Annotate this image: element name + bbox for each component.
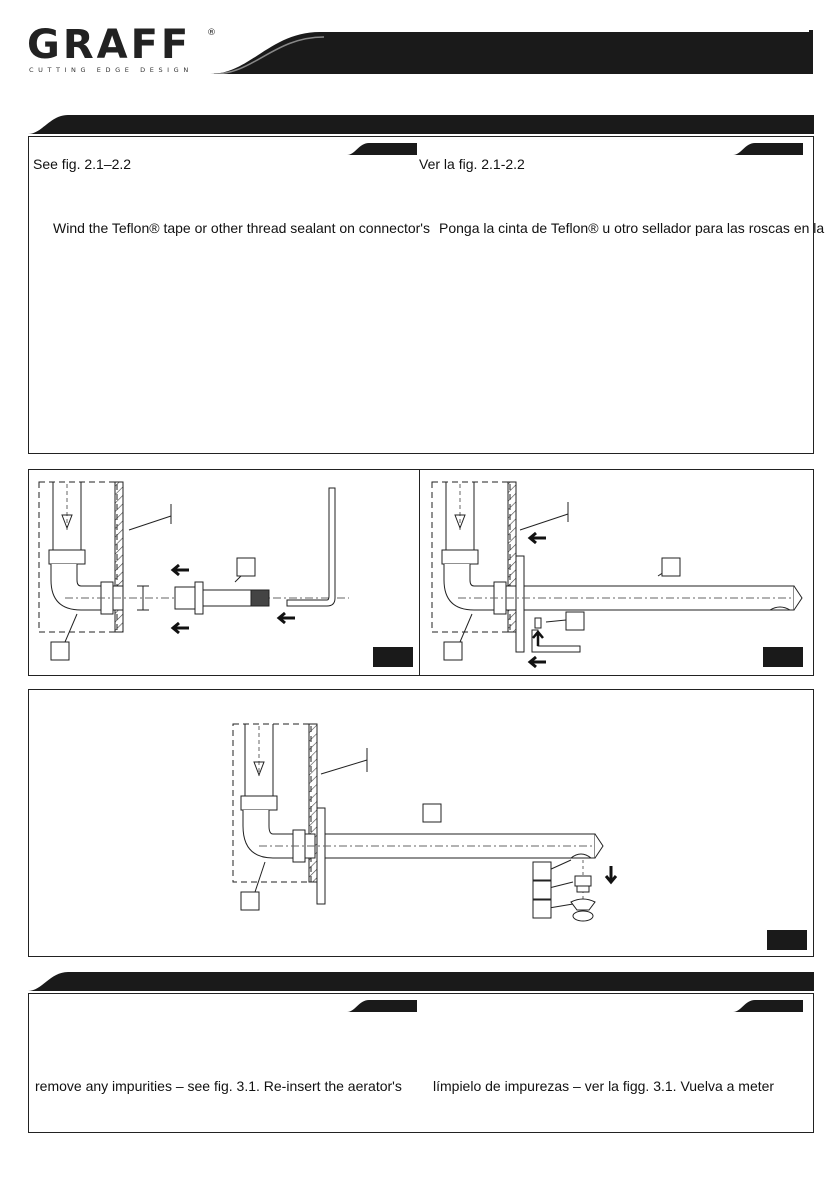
es-maintenance-text: límpielo de impurezas – ver la figg. 3.1… <box>433 1078 775 1094</box>
callout-box <box>240 891 260 911</box>
callout-box <box>443 641 463 661</box>
callout-box <box>422 803 442 823</box>
instructions-panel-1: See fig. 2.1–2.2 Wind the Teflon® tape o… <box>28 136 824 454</box>
instructions-panel-2: remove any impurities – see fig. 3.1. Re… <box>28 993 814 1133</box>
figure-divider <box>419 469 420 676</box>
figure-badge <box>767 930 807 950</box>
callout-box <box>565 611 585 631</box>
tab-en <box>347 143 417 155</box>
registered-mark: ® <box>207 28 216 38</box>
callout-box <box>532 880 552 900</box>
callout-box <box>50 641 70 661</box>
tab-es <box>733 1000 803 1012</box>
figure-badge <box>763 647 803 667</box>
tab-en <box>347 1000 417 1012</box>
callout-box <box>236 557 256 577</box>
figures-panel-2 <box>28 469 814 676</box>
section-bar-installation <box>28 115 814 134</box>
header-bar <box>210 30 813 74</box>
callout-box <box>661 557 681 577</box>
brand-logo: GRAFF ® CUTTING EDGE DESIGN <box>27 22 217 76</box>
brand-tagline: CUTTING EDGE DESIGN <box>29 66 193 74</box>
tab-es <box>733 143 803 155</box>
figure-panel-3 <box>28 689 814 957</box>
figure-3-1 <box>232 723 807 950</box>
callout-box <box>532 861 552 881</box>
en-instruction-text: Wind the Teflon® tape or other thread se… <box>53 220 430 236</box>
brand-name: GRAFF <box>27 22 192 68</box>
es-fig-reference: Ver la fig. 2.1-2.2 <box>419 156 525 172</box>
figure-badge <box>373 647 413 667</box>
en-maintenance-text: remove any impurities – see fig. 3.1. Re… <box>35 1078 402 1094</box>
section-bar-maintenance <box>28 972 814 991</box>
es-instruction-text: Ponga la cinta de Teflon® u otro sellado… <box>439 220 825 236</box>
figure-2-2 <box>431 481 803 669</box>
en-fig-reference: See fig. 2.1–2.2 <box>33 156 132 172</box>
callout-box <box>532 899 552 919</box>
figure-2-1 <box>38 481 413 667</box>
